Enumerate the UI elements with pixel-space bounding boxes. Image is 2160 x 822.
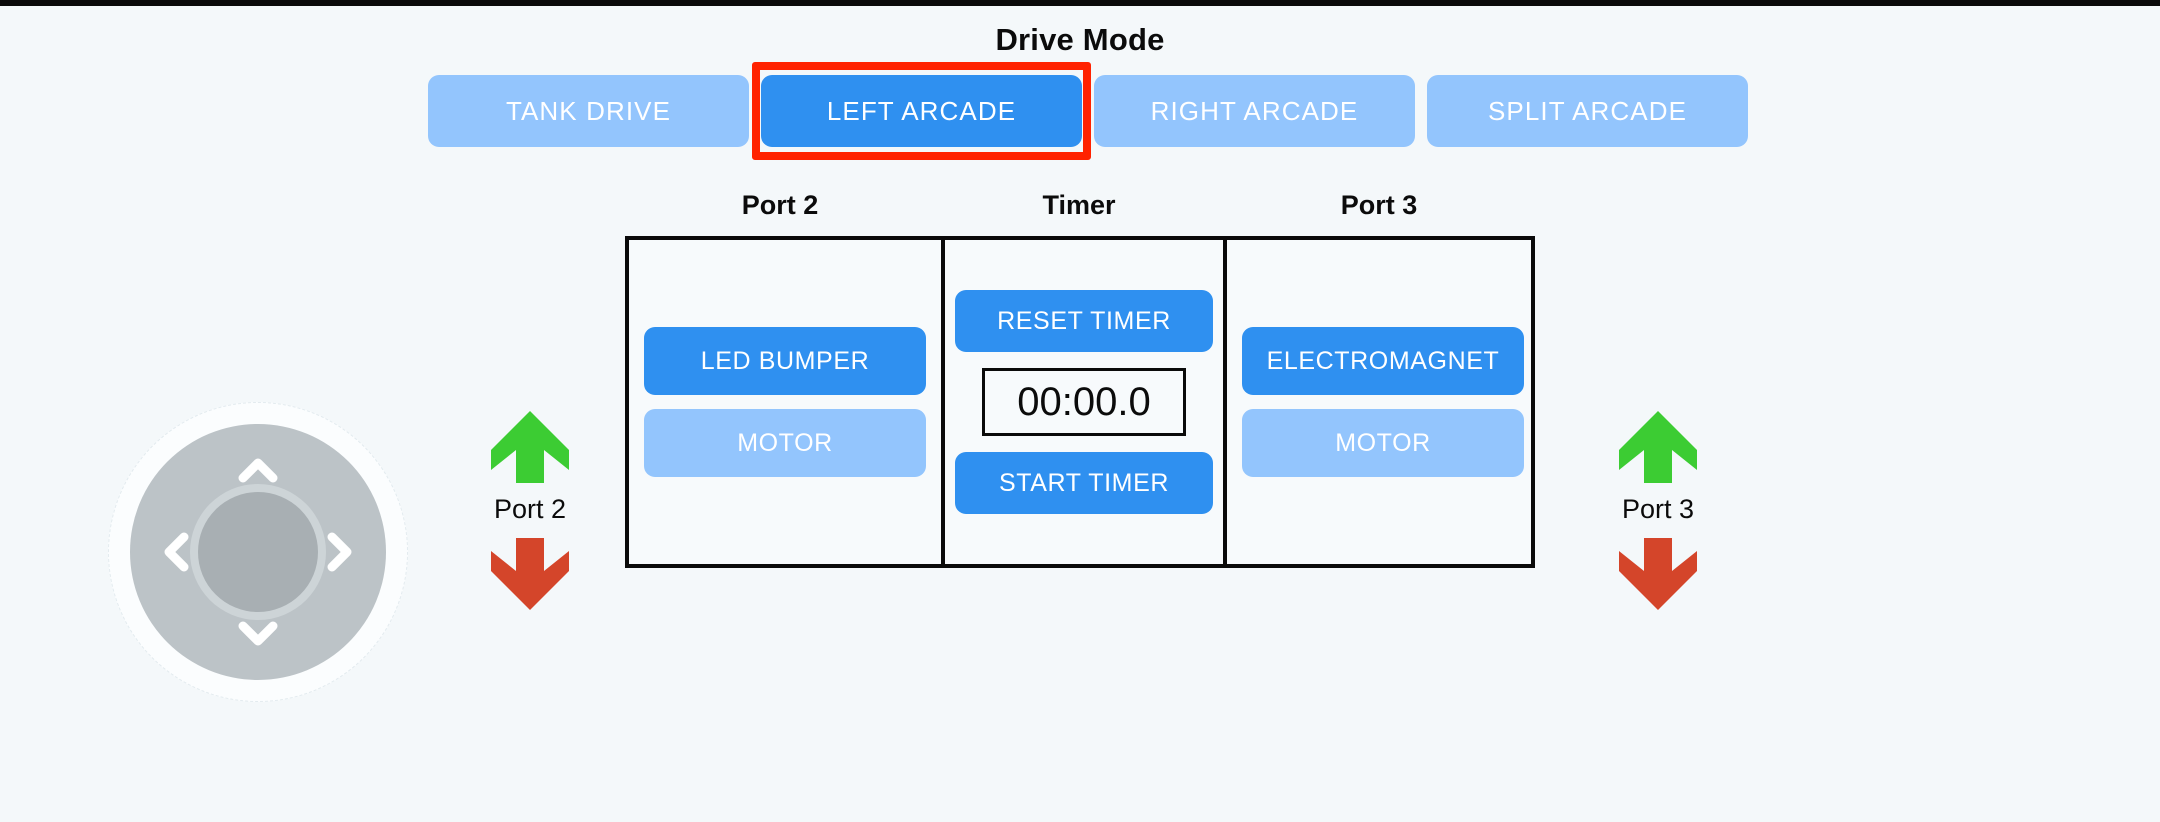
reset-timer-button[interactable]: RESET TIMER [955, 290, 1213, 352]
drive-mode-tank-drive[interactable]: TANK DRIVE [428, 75, 749, 147]
start-timer-button[interactable]: START TIMER [955, 452, 1213, 514]
electromagnet-button[interactable]: ELECTROMAGNET [1242, 327, 1524, 395]
panel-port3: ELECTROMAGNET MOTOR [1227, 240, 1539, 564]
panel-port2: LED BUMPER MOTOR [629, 240, 941, 564]
timer-display: 00:00.0 [982, 368, 1186, 436]
drive-mode-left-arcade[interactable]: LEFT ARCADE [752, 62, 1091, 160]
page-title: Drive Mode [995, 22, 1165, 57]
panel-header-port2: Port 2 [741, 190, 819, 220]
port3-label: Port 3 [1621, 494, 1695, 524]
panel-timer: RESET TIMER 00:00.0 START TIMER [941, 240, 1227, 564]
drive-mode-label: TANK DRIVE [505, 95, 672, 126]
panel-header-port3: Port 3 [1340, 190, 1418, 220]
drive-mode-label: RIGHT ARCADE [1150, 95, 1359, 126]
port2-motor-button[interactable]: MOTOR [644, 409, 926, 477]
chevron-right-icon[interactable] [316, 530, 360, 574]
drive-mode-split-arcade[interactable]: SPLIT ARCADE [1427, 75, 1748, 147]
port3-control-cluster: Port 3 [1578, 408, 1738, 613]
port3-forward-arrow-icon[interactable] [1616, 408, 1700, 486]
drive-mode-right-arcade[interactable]: RIGHT ARCADE [1094, 75, 1415, 147]
port3-reverse-arrow-icon[interactable] [1616, 535, 1700, 613]
top-edge-bar [0, 0, 2160, 6]
button-label: RESET TIMER [997, 306, 1171, 335]
port3-motor-button[interactable]: MOTOR [1242, 409, 1524, 477]
button-label: LED BUMPER [700, 346, 870, 375]
drive-mode-label: LEFT ARCADE [826, 95, 1017, 126]
control-panel-group: LED BUMPER MOTOR RESET TIMER 00:00.0 STA… [625, 236, 1535, 568]
button-label: START TIMER [998, 468, 1170, 497]
button-label: MOTOR [1335, 428, 1431, 457]
panel-header-timer: Timer [1042, 190, 1116, 220]
button-label: ELECTROMAGNET [1266, 346, 1500, 375]
port2-control-cluster: Port 2 [450, 408, 610, 613]
led-bumper-button[interactable]: LED BUMPER [644, 327, 926, 395]
drive-mode-label: SPLIT ARCADE [1487, 95, 1688, 126]
directional-pad[interactable] [108, 402, 408, 702]
port2-label: Port 2 [493, 494, 567, 524]
chevron-down-icon[interactable] [236, 610, 280, 654]
port2-forward-arrow-icon[interactable] [488, 408, 572, 486]
port2-reverse-arrow-icon[interactable] [488, 535, 572, 613]
chevron-up-icon[interactable] [236, 450, 280, 494]
panel-header-row: Port 2 Timer Port 3 [625, 190, 1535, 221]
dpad-center-button[interactable] [198, 492, 318, 612]
button-label: MOTOR [737, 428, 833, 457]
drive-mode-selector: TANK DRIVE LEFT ARCADE RIGHT ARCADE SPLI… [428, 62, 1748, 160]
timer-value: 00:00.0 [1017, 379, 1151, 424]
chevron-left-icon[interactable] [156, 530, 200, 574]
